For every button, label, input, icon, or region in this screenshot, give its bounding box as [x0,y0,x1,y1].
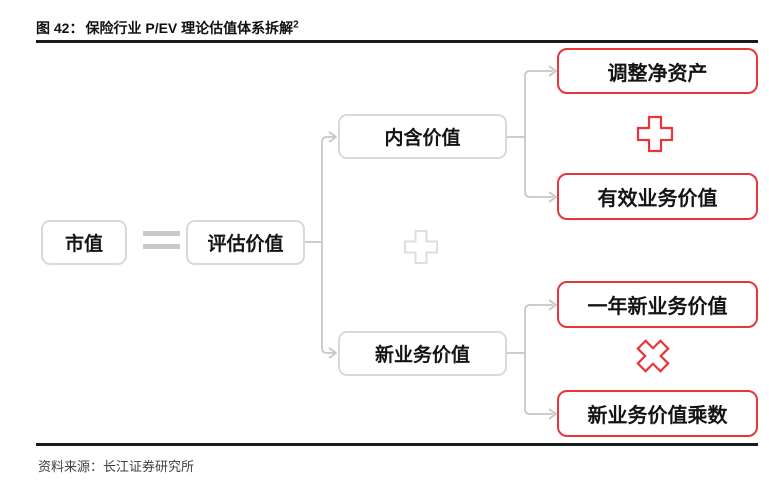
plus-icon-gray [404,230,438,264]
node-value-in-force: 有效业务价值 [557,173,758,220]
arrow-to-adjusted-net-assets-icon [548,65,557,77]
node-new-business-value-multiplier-label: 新业务价值乘数 [587,405,728,427]
footer-rule [36,443,758,446]
figure-title-text: 保险行业 P/EV 理论估值体系拆解 [85,20,294,36]
connector-new-business-branch [507,299,557,420]
node-new-business-value-label: 新业务价值 [374,345,470,366]
node-new-business-value: 新业务价值 [338,331,507,376]
connector-embedded-branch [507,65,557,203]
arrow-to-value-in-force-icon [548,191,557,203]
arrow-to-embedded-value-icon [328,131,337,143]
node-value-in-force-label: 有效业务价值 [597,188,718,210]
source-label: 资料来源： [38,459,104,474]
node-embedded-value-label: 内含价值 [384,128,461,149]
arrow-to-new-business-value-icon [328,347,337,359]
multiply-icon-red [636,339,670,373]
node-market-cap: 市值 [41,220,127,265]
arrow-to-one-year-nbv-icon [548,299,557,311]
node-market-cap-label: 市值 [64,234,103,255]
title-underline-rule [36,40,758,43]
node-embedded-value: 内含价值 [338,114,507,159]
node-appraisal-value: 评估价值 [186,220,305,265]
equals-icon [143,231,180,249]
node-one-year-new-business-value: 一年新业务价值 [557,281,758,328]
figure-title: 图 42：保险行业 P/EV 理论估值体系拆解2 [36,18,758,38]
source-name: 长江证券研究所 [103,459,195,474]
node-adjusted-net-assets-label: 调整净资产 [607,62,708,85]
figure-number-label: 图 42： [36,20,84,36]
node-appraisal-value-label: 评估价值 [207,234,284,255]
plus-icon-red [636,115,674,153]
node-adjusted-net-assets: 调整净资产 [557,48,758,94]
node-one-year-new-business-value-label: 一年新业务价值 [587,296,728,318]
source-line: 资料来源：长江证券研究所 [38,456,194,475]
node-new-business-value-multiplier: 新业务价值乘数 [557,390,758,437]
figure-footnote-superscript: 2 [293,19,299,31]
arrow-to-nbv-multiplier-icon [548,408,557,420]
connector-appraisal-branch [305,131,337,359]
